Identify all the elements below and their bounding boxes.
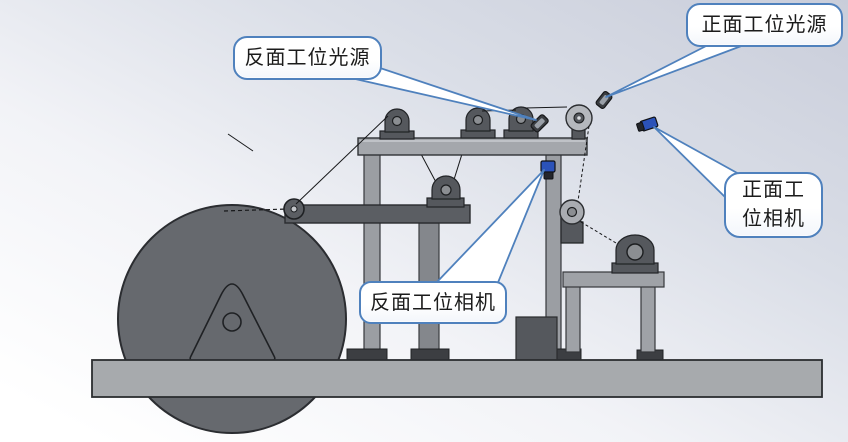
dancer-roller: [426, 175, 465, 208]
callout-front-station-camera: 正面工 位相机: [724, 172, 823, 238]
callout-tails: [350, 43, 745, 286]
post-side-pulley: [559, 199, 585, 244]
callout-front-station-light: 正面工位光源: [686, 3, 843, 47]
arm-end-pulley: [283, 198, 305, 220]
callout-back-station-light: 反面工位光源: [233, 36, 382, 80]
tail-front-station-light: [605, 43, 745, 98]
back-station-camera-device: [540, 160, 556, 180]
callout-back-station-camera-label: 反面工位相机: [370, 291, 496, 314]
payout-wheel: [117, 204, 347, 434]
front-light-source: [595, 91, 613, 109]
foot-pads: [346, 348, 664, 361]
thread-wheel-top: [223, 208, 288, 212]
callout-front-station-camera-line1: 正面工: [742, 179, 805, 201]
balance-arm: [284, 204, 471, 224]
front-station-camera-device: [636, 116, 659, 132]
roller-1: [379, 108, 415, 140]
callout-back-station-light-label: 反面工位光源: [244, 47, 371, 69]
top-beam: [357, 137, 588, 156]
thread-feed-in: [227, 133, 254, 152]
equipment-box: [515, 316, 558, 361]
callout-back-station-camera: 反面工位相机: [359, 281, 507, 324]
callout-front-station-camera-line2: 位相机: [742, 208, 805, 230]
base-plate: [91, 359, 823, 398]
side-table: [562, 271, 665, 353]
beam-end-pulley: [565, 104, 593, 140]
callout-front-station-light-label: 正面工位光源: [701, 14, 828, 36]
wheel-hub-hole: [222, 312, 242, 332]
roller-2: [460, 107, 496, 139]
table-roller-block: [611, 234, 659, 274]
